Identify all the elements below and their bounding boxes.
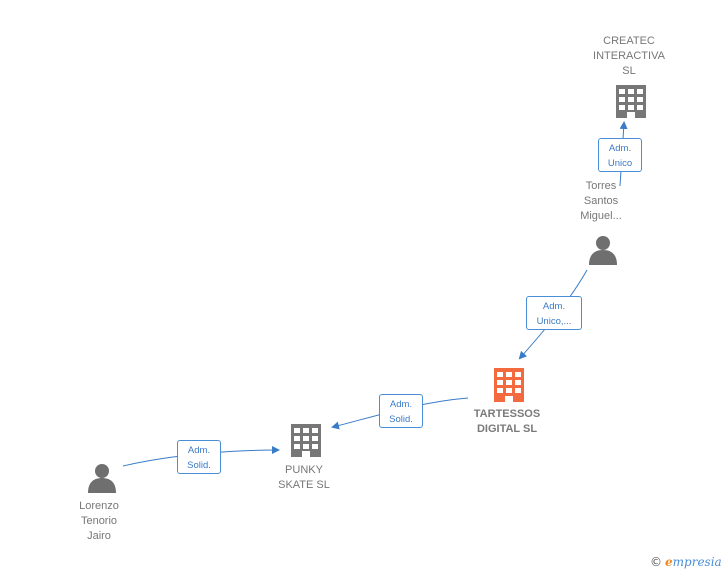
copyright-icon: © [650, 555, 662, 569]
tartessos-label[interactable]: TARTESSOS DIGITAL SL [473, 408, 541, 435]
empresia-logo: ©empresia [650, 555, 722, 569]
edge-label-tartessos-punky: Adm. Solid. [379, 394, 423, 428]
tartessos-building-icon[interactable] [494, 368, 524, 402]
createc-label[interactable]: CREATEC INTERACTIVA SL [593, 35, 665, 77]
punky-label[interactable]: PUNKY SKATE SL [278, 464, 330, 491]
lorenzo-person-icon[interactable] [88, 464, 116, 493]
torres-label[interactable]: Torres Santos Miguel... [580, 180, 622, 222]
edge-label-lorenzo-punky: Adm. Solid. [177, 440, 221, 474]
lorenzo-label[interactable]: Lorenzo Tenorio Jairo [79, 500, 119, 542]
createc-building-icon[interactable] [616, 85, 646, 118]
edge-label-torres-tartessos: Adm. Unico,... [526, 296, 582, 330]
edge-label-torres-createc: Adm. Unico [598, 138, 642, 172]
punky-building-icon[interactable] [291, 424, 321, 457]
torres-person-icon[interactable] [589, 236, 617, 265]
